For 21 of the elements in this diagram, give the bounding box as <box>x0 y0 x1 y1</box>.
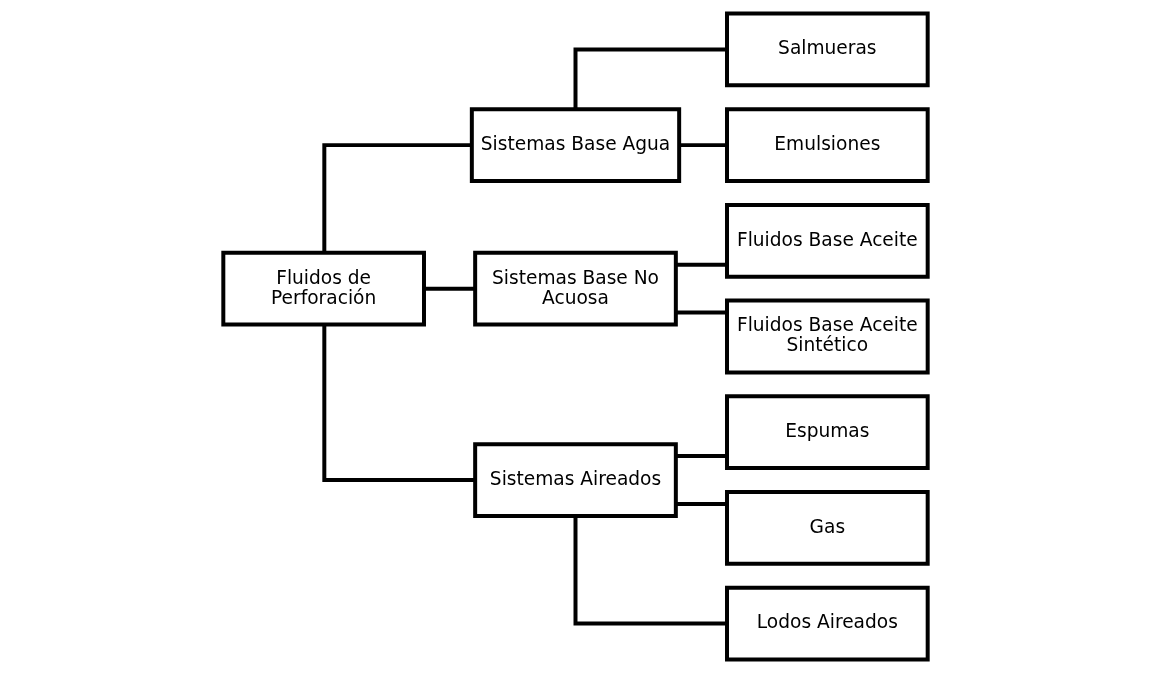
connector <box>675 262 727 267</box>
connector <box>321 324 475 483</box>
connector <box>678 143 727 148</box>
connector <box>423 286 475 291</box>
connector <box>321 143 471 253</box>
node-box: Sistemas Aireados <box>472 442 678 518</box>
node-box: Lodos Aireados <box>724 585 930 662</box>
node-box: Emulsiones <box>724 107 930 183</box>
connector <box>675 454 727 459</box>
node-box: Sistemas Base No Acuosa <box>472 250 678 327</box>
connector <box>573 516 727 626</box>
node-box: Fluidos Base Aceite <box>724 202 930 279</box>
node-box: Espumas <box>724 394 930 471</box>
node-box: Sistemas Base Agua <box>469 107 681 183</box>
node-box: Salmueras <box>724 11 930 88</box>
node-box: Gas <box>724 490 930 566</box>
connector <box>675 310 727 315</box>
node-box: Fluidos Base Aceite Sintético <box>724 298 930 375</box>
connector <box>675 501 727 506</box>
node-box: Fluidos de Perforación <box>220 250 426 327</box>
connector <box>573 47 727 109</box>
